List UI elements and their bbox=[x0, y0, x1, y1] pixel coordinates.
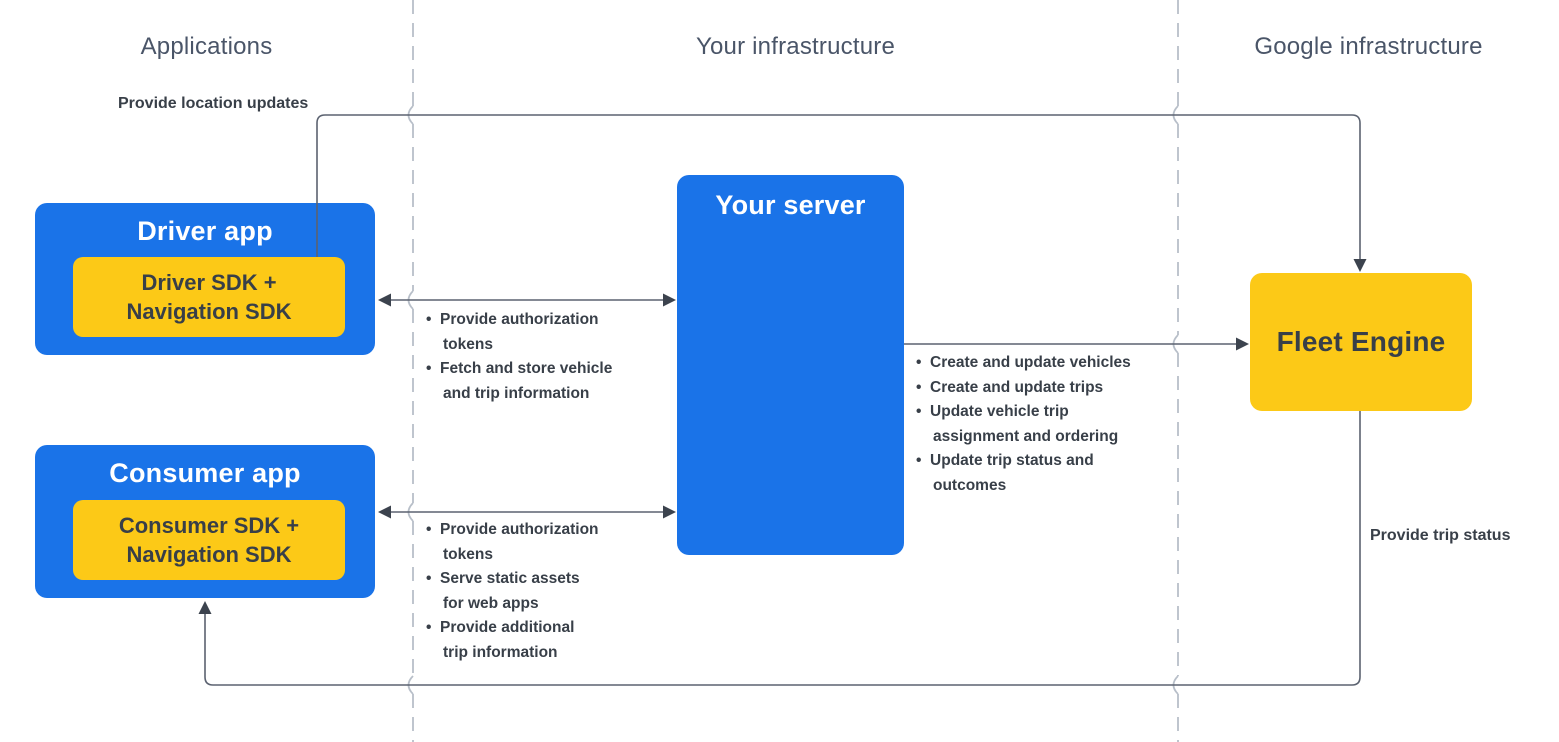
arrowhead-right-fleet-engine bbox=[1236, 337, 1249, 351]
bullet-item: Update trip status and outcomes bbox=[916, 449, 1134, 498]
column-divider-left bbox=[407, 0, 414, 742]
bullet-item: Provide additional trip information bbox=[426, 616, 602, 665]
edge-driver-server bbox=[378, 293, 676, 307]
your-server-box: Your server bbox=[677, 175, 904, 555]
column-header-applications: Applications bbox=[140, 33, 273, 60]
arrowhead-left-consumer-app bbox=[378, 505, 391, 519]
edge-server-fleet bbox=[904, 337, 1249, 351]
edge-consumer-server bbox=[378, 505, 676, 519]
driver-sdk-box: Driver SDK + Navigation SDK bbox=[73, 257, 345, 337]
bullet-item: Provide authorization tokens bbox=[426, 308, 624, 357]
fleet-engine-box: Fleet Engine bbox=[1250, 273, 1472, 411]
arrowhead-left-driver-app bbox=[378, 293, 391, 307]
bullet-item: Create and update vehicles bbox=[916, 351, 1134, 376]
arrowhead-up-consumer-app bbox=[198, 601, 212, 614]
column-header-your-infrastructure: Your infrastructure bbox=[695, 33, 895, 60]
column-header-google-infrastructure: Google infrastructure bbox=[1254, 33, 1483, 60]
fleet-engine-title: Fleet Engine bbox=[1276, 326, 1446, 357]
driver-app-title: Driver app bbox=[137, 216, 273, 246]
bullet-item: Serve static assets for web apps bbox=[426, 567, 602, 616]
bullet-item: Fetch and store vehicle and trip informa… bbox=[426, 357, 624, 406]
consumer-server-responsibilities: Provide authorization tokensServe static… bbox=[426, 518, 602, 665]
bullet-item: Update vehicle trip assignment and order… bbox=[916, 400, 1134, 449]
arrowhead-right-your-server bbox=[663, 505, 676, 519]
label-provide-trip-status: Provide trip status bbox=[1370, 527, 1511, 544]
arrowhead-down-fleet-engine bbox=[1353, 259, 1367, 272]
column-divider-right bbox=[1172, 0, 1179, 742]
consumer-app-title: Consumer app bbox=[109, 458, 301, 488]
driver-server-responsibilities: Provide authorization tokensFetch and st… bbox=[426, 308, 624, 406]
driver-sdk-label: Driver SDK + Navigation SDK bbox=[126, 270, 292, 324]
label-provide-location-updates: Provide location updates bbox=[118, 95, 309, 112]
bullet-item: Create and update trips bbox=[916, 376, 1134, 401]
consumer-app-box: Consumer app Consumer SDK + Navigation S… bbox=[35, 445, 375, 598]
your-server-title: Your server bbox=[715, 190, 866, 220]
bullet-item: Provide authorization tokens bbox=[426, 518, 602, 567]
driver-app-box: Driver app Driver SDK + Navigation SDK bbox=[35, 203, 375, 355]
server-fleet-responsibilities: Create and update vehiclesCreate and upd… bbox=[916, 351, 1134, 498]
arrowhead-right-your-server bbox=[663, 293, 676, 307]
consumer-sdk-label: Consumer SDK + Navigation SDK bbox=[118, 513, 300, 567]
consumer-sdk-box: Consumer SDK + Navigation SDK bbox=[73, 500, 345, 580]
